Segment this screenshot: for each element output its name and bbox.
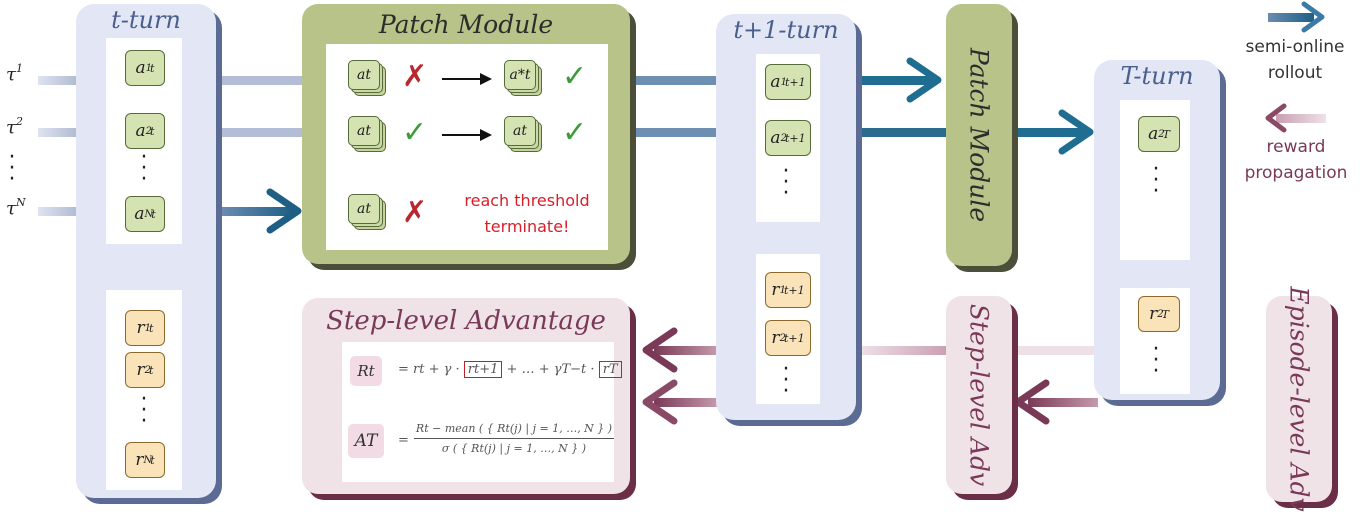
R-label-chip: Rt xyxy=(350,356,382,386)
T-turn-title: T-turn xyxy=(1120,62,1194,90)
patch-to-t1-line-1 xyxy=(634,76,718,85)
vertical-ellipsis: ··· xyxy=(782,357,790,404)
right-arrow-icon xyxy=(860,57,942,103)
check-mark-icon: ✓ xyxy=(562,59,588,94)
legend-rollout-label: semi-online rollout xyxy=(1245,37,1345,83)
check-mark-icon: ✓ xyxy=(562,115,588,150)
action-stack: at xyxy=(348,60,386,96)
A-label-chip: AT xyxy=(348,424,384,458)
cross-mark-icon: ✗ xyxy=(402,195,428,230)
patch-module-vertical-title: Patch Module xyxy=(964,47,994,223)
tau1-line xyxy=(38,76,82,85)
threshold-text: reach threshold terminate! xyxy=(464,191,590,236)
vertical-ellipsis: ··· xyxy=(140,387,148,434)
patch-module-title: Patch Module xyxy=(378,10,554,39)
left-arrow-icon xyxy=(1014,379,1098,425)
t-to-patch-line-1 xyxy=(222,76,308,85)
vertical-ellipsis: ··· xyxy=(1152,337,1160,384)
vertical-ellipsis: ··· xyxy=(140,145,148,192)
vertical-ellipsis: ··· xyxy=(782,159,790,206)
t1-turn-title: t+1-turn xyxy=(733,16,839,44)
action-stack: at xyxy=(348,194,386,230)
t1-to-stepadv-line xyxy=(860,346,946,355)
patch-module-vertical: Patch Module xyxy=(946,4,1012,266)
cross-mark-icon: ✗ xyxy=(402,59,428,94)
step-level-advantage: Step-level Advantage xyxy=(302,298,630,494)
right-arrow-icon xyxy=(442,129,492,141)
right-arrow-icon xyxy=(222,188,302,234)
T-to-stepadv-line xyxy=(1016,346,1096,355)
legend-rollout-arrow-icon xyxy=(1268,1,1325,33)
A-formula-eq: = xyxy=(398,433,409,448)
step-level-adv-title: Step-level Adv xyxy=(964,303,994,487)
A-denominator: σ ( { Rt(j) | j = 1, …, N } ) xyxy=(441,442,587,455)
step-advantage-title: Step-level Advantage xyxy=(326,306,606,336)
tau2-line xyxy=(38,128,82,137)
patch-to-t1-line-2 xyxy=(634,128,718,137)
vertical-ellipsis: ··· xyxy=(1152,157,1160,204)
check-mark-icon: ✓ xyxy=(402,115,428,150)
left-arrow-icon xyxy=(642,327,718,373)
right-arrow-icon xyxy=(1016,109,1094,155)
left-arrow-icon xyxy=(642,379,718,425)
vertical-ellipsis: ··· xyxy=(8,145,16,192)
trajectory-label: τ2 xyxy=(6,115,23,138)
action-stack: a*t xyxy=(504,60,542,96)
advantage-formula-panel xyxy=(342,342,614,482)
episode-level-adv-title: Episode-level Adv xyxy=(1284,286,1314,512)
step-level-adv-panel: Step-level Adv xyxy=(946,296,1012,494)
R-formula: = rt + γ · rt+1 + … + γT−t · rT xyxy=(398,361,622,378)
tauN-line xyxy=(38,207,82,216)
A-numerator: Rt − mean ( { Rt(j) | j = 1, …, N } ) xyxy=(414,422,614,439)
action-stack: at xyxy=(504,116,542,152)
right-arrow-icon xyxy=(442,73,492,85)
t-to-patch-line-2 xyxy=(222,128,308,137)
t1-to-patchv-line-2 xyxy=(860,128,946,137)
trajectory-label: τN xyxy=(6,196,26,219)
legend-reward-arrow-icon xyxy=(1265,103,1326,133)
action-stack: at xyxy=(348,116,386,152)
trajectory-label: τ1 xyxy=(6,62,23,85)
episode-level-adv-panel: Episode-level Adv xyxy=(1266,286,1332,512)
t-turn-title: t-turn xyxy=(111,6,181,34)
A-formula: Rt − mean ( { Rt(j) | j = 1, …, N } ) σ … xyxy=(414,422,614,455)
legend-reward-label: reward propagation xyxy=(1244,137,1348,183)
